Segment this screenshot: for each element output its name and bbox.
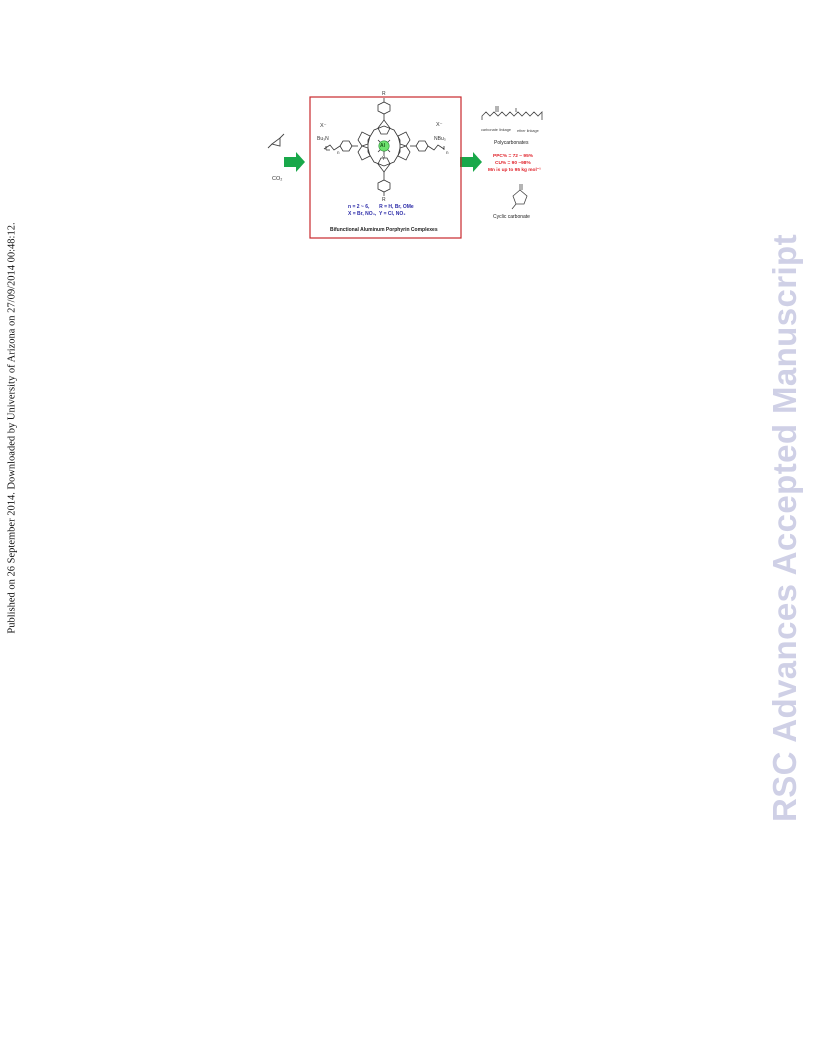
publication-note-text: Published on 26 September 2014. Download…: [6, 222, 18, 634]
anion-left-label: X⁻: [320, 123, 327, 129]
ether-linkage-label: ether linkage: [517, 129, 539, 133]
polycarbonates-label: Polycarbonates: [494, 140, 529, 146]
reaction-arrow-right: [460, 152, 482, 172]
polycarbonate-structure: [481, 106, 543, 120]
substituent-top-label: R: [382, 91, 386, 97]
cu-stat: CU% = 90 ~98%: [495, 161, 531, 166]
chain-n-right-label: n: [446, 150, 449, 155]
substituent-bottom-label: R: [382, 197, 386, 203]
chain-n-left-label: n: [337, 150, 340, 155]
publication-note: Published on 26 September 2014. Download…: [2, 208, 22, 648]
carbonate-linkage-label: carbonate linkage: [481, 128, 511, 132]
conditions-line-1: n = 2 ~ 6, R = H, Br, OMe: [348, 204, 414, 210]
reaction-arrow-left: [284, 152, 305, 172]
complex-frame: [309, 96, 462, 239]
cation-right-label: NBu₃: [434, 136, 446, 142]
co2-label: CO₂: [272, 176, 283, 182]
cation-left-label: Bu₃N: [317, 136, 329, 142]
graphical-abstract: CO₂ X⁻ X⁻ Bu₃N NBu₃ R R Al Y n n n = 2 ~…: [260, 88, 560, 248]
ppc-stat: PPC% = 72 ~ 95%: [493, 154, 533, 159]
journal-watermark: RSC Advances Accepted Manuscript: [758, 233, 812, 821]
reaction-scheme: [267, 96, 543, 239]
conditions-line-2: X = Br, NO₃, Y = Cl, NO₃: [348, 211, 406, 217]
anion-right-label: X⁻: [436, 122, 443, 128]
watermark-text: RSC Advances Accepted Manuscript: [766, 233, 803, 822]
axial-ligand-label: Y: [382, 156, 386, 162]
metal-label: Al: [380, 143, 385, 149]
mn-stat: Mn is up to 95 kg mol⁻¹: [488, 168, 541, 173]
cyclic-carbonate-label: Cyclic carbonate: [493, 214, 530, 220]
complex-caption: Bifunctional Aluminum Porphyrin Complexe…: [330, 227, 438, 233]
cyclic-carbonate-structure: [511, 184, 528, 210]
epoxide-structure: [267, 133, 285, 149]
